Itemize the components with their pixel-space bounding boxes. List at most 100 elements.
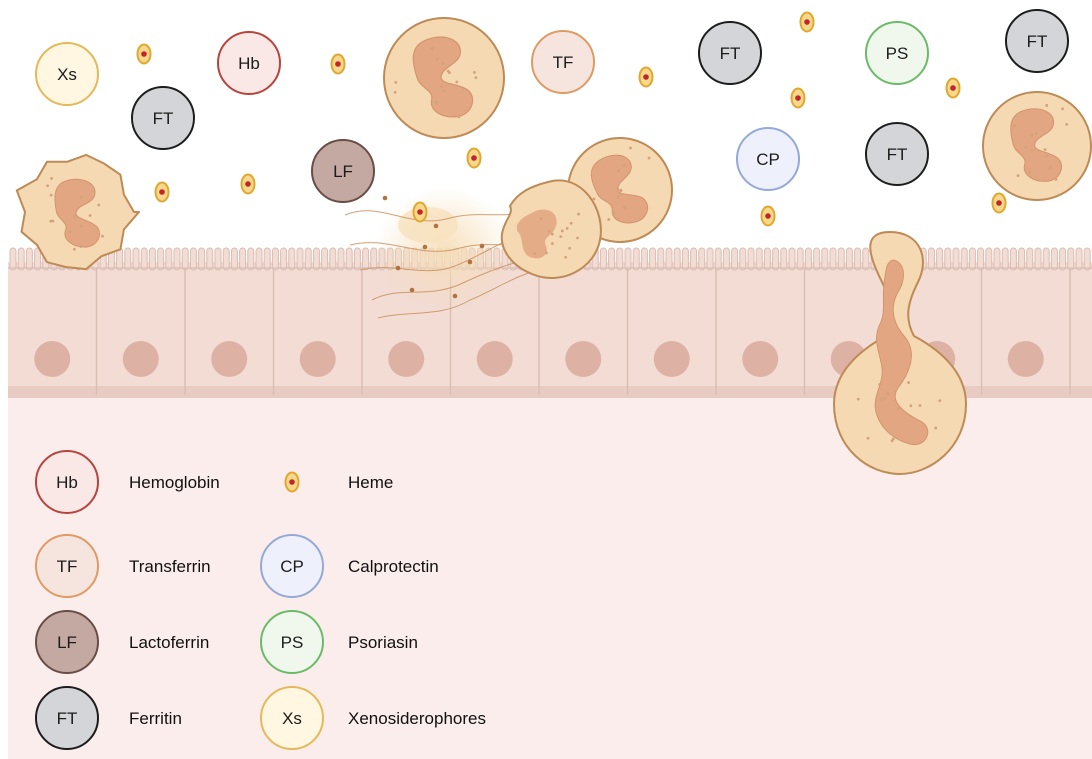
granule bbox=[68, 230, 71, 233]
legend-label-heme: Heme bbox=[348, 473, 393, 492]
microvillus bbox=[650, 248, 656, 270]
heme-iron bbox=[804, 19, 810, 25]
microvillus bbox=[846, 248, 852, 270]
heme-iron bbox=[795, 95, 801, 101]
microvillus bbox=[953, 248, 959, 270]
microvillus bbox=[978, 248, 984, 270]
granule bbox=[867, 437, 870, 440]
granule bbox=[548, 230, 551, 233]
heme-icon bbox=[947, 79, 960, 98]
granule bbox=[1030, 134, 1033, 137]
legend-label-cp: Calprotectin bbox=[348, 557, 439, 576]
granule bbox=[568, 247, 571, 250]
microvillus bbox=[748, 248, 754, 270]
microvillus bbox=[715, 248, 721, 270]
granule bbox=[442, 62, 445, 65]
heme-icon bbox=[993, 194, 1006, 213]
molecule-ps: PS bbox=[866, 22, 928, 84]
heme-iron bbox=[643, 74, 649, 80]
microvillus bbox=[666, 248, 672, 270]
molecule-hb: Hb bbox=[218, 32, 280, 94]
granule bbox=[857, 398, 860, 401]
granule bbox=[551, 242, 554, 245]
cell-nucleus bbox=[211, 341, 247, 377]
microvillus bbox=[1084, 248, 1090, 270]
heme-iron bbox=[996, 200, 1002, 206]
legend-icon-label-tf: TF bbox=[57, 557, 78, 576]
microvillus bbox=[305, 248, 311, 270]
molecule-cp: CP bbox=[737, 128, 799, 190]
microvillus bbox=[10, 248, 16, 270]
microvillus bbox=[1051, 248, 1057, 270]
cell-nucleus bbox=[565, 341, 601, 377]
cell-nucleus bbox=[300, 341, 336, 377]
granule bbox=[897, 407, 900, 410]
granule bbox=[627, 172, 630, 175]
molecule-ft: FT bbox=[699, 22, 761, 84]
molecule-ps: PS bbox=[261, 611, 323, 673]
microvillus bbox=[863, 248, 869, 270]
legend-label-ps: Psoriasin bbox=[348, 633, 418, 652]
microvillus bbox=[789, 248, 795, 270]
heme-icon bbox=[156, 183, 169, 202]
microvillus bbox=[313, 248, 319, 270]
microvillus bbox=[756, 248, 762, 270]
microvillus bbox=[256, 248, 262, 270]
granule bbox=[883, 397, 886, 400]
legend-icon-label-lf: LF bbox=[57, 633, 77, 652]
legend-label-xs: Xenosiderophores bbox=[348, 709, 486, 728]
granule bbox=[474, 76, 477, 79]
cell-nucleus bbox=[123, 341, 159, 377]
microvillus bbox=[1010, 248, 1016, 270]
legend-label-tf: Transferrin bbox=[129, 557, 211, 576]
cell-nucleus bbox=[1008, 341, 1044, 377]
ft-label: FT bbox=[1027, 32, 1048, 51]
heme-icon bbox=[468, 149, 481, 168]
ft-label: FT bbox=[720, 44, 741, 63]
legend-label-ft: Ferritin bbox=[129, 709, 182, 728]
granule bbox=[623, 206, 626, 209]
granule bbox=[435, 101, 438, 104]
granule bbox=[607, 218, 610, 221]
granule bbox=[442, 90, 445, 93]
microvillus bbox=[207, 248, 213, 270]
granule bbox=[612, 212, 615, 215]
cp-label: CP bbox=[756, 150, 780, 169]
granule bbox=[1024, 146, 1027, 149]
net-granule bbox=[434, 224, 439, 229]
cell-nucleus bbox=[477, 341, 513, 377]
microvillus bbox=[707, 248, 713, 270]
heme-icon bbox=[801, 13, 814, 32]
microvillus bbox=[773, 248, 779, 270]
granule bbox=[623, 164, 626, 167]
granule bbox=[1035, 132, 1038, 135]
granule bbox=[1013, 125, 1016, 128]
granule bbox=[1049, 166, 1052, 169]
microvillus bbox=[26, 248, 32, 270]
heme-iron bbox=[471, 155, 477, 161]
neutrophil-body bbox=[983, 92, 1091, 200]
granule bbox=[909, 404, 912, 407]
microvillus bbox=[18, 248, 24, 270]
net-granule bbox=[383, 196, 388, 201]
microvillus bbox=[732, 248, 738, 270]
microvillus bbox=[969, 248, 975, 270]
granule bbox=[919, 404, 922, 407]
microvillus bbox=[1035, 248, 1041, 270]
microvillus bbox=[166, 248, 172, 270]
molecule-cp: CP bbox=[261, 535, 323, 597]
microvillus bbox=[986, 248, 992, 270]
granule bbox=[545, 251, 548, 254]
microvillus bbox=[838, 248, 844, 270]
cell-nucleus bbox=[654, 341, 690, 377]
microvillus bbox=[961, 248, 967, 270]
granule bbox=[551, 233, 554, 236]
microvillus bbox=[740, 248, 746, 270]
legend-label-hb: Hemoglobin bbox=[129, 473, 220, 492]
ft-label: FT bbox=[153, 109, 174, 128]
microvillus bbox=[617, 248, 623, 270]
microvillus bbox=[928, 248, 934, 270]
tf-label: TF bbox=[553, 53, 574, 72]
granule bbox=[617, 195, 620, 198]
microvillus bbox=[322, 248, 328, 270]
